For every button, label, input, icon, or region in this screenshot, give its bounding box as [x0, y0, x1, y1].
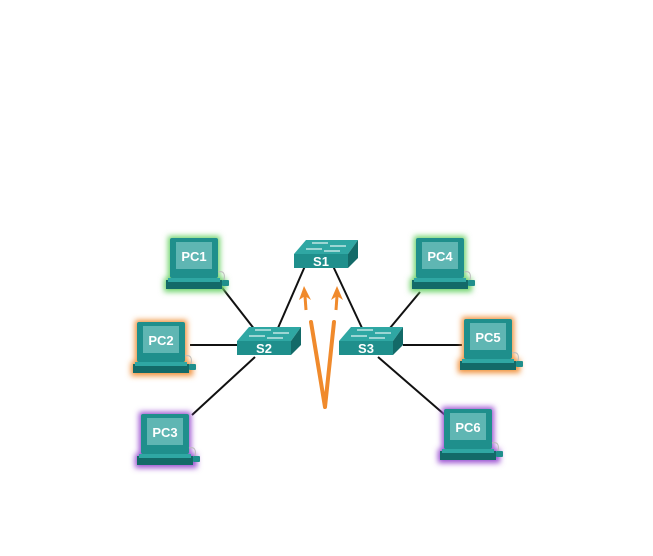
- mouse-icon: [189, 364, 196, 370]
- switch-front: [339, 341, 393, 355]
- monitor-screen: [147, 418, 183, 445]
- switch-arrows-icon: [306, 242, 346, 252]
- mouse-cable: [463, 271, 471, 281]
- monitor-screen: [422, 242, 458, 269]
- link-pc3-s2: [191, 356, 256, 416]
- arrowhead-right-icon: [331, 286, 343, 300]
- switch-label: S1: [313, 254, 329, 269]
- keyboard-top: [462, 359, 514, 363]
- pc-pc4[interactable]: PC4: [410, 236, 475, 292]
- switch-side: [291, 327, 301, 355]
- mouse-cable: [188, 447, 196, 457]
- mouse-cable: [511, 352, 519, 362]
- keyboard: [412, 280, 468, 289]
- monitor-screen: [470, 323, 506, 350]
- keyboard-top: [135, 362, 187, 366]
- keyboard-top: [139, 454, 191, 458]
- switch-side: [393, 327, 403, 355]
- switch-side: [348, 240, 358, 268]
- switch-front: [237, 341, 291, 355]
- mouse-cable: [491, 442, 499, 452]
- pc-pc3[interactable]: PC3: [135, 412, 200, 468]
- arrowhead-left-icon: [299, 286, 311, 300]
- mouse-cable: [217, 271, 225, 281]
- arrow-shaft-left: [303, 295, 308, 311]
- pc-label: PC3: [152, 425, 177, 440]
- link-pc4-s3: [389, 291, 421, 329]
- switch-s2[interactable]: S2: [237, 327, 301, 356]
- keyboard-top: [168, 278, 220, 282]
- pc-pc2[interactable]: PC2: [131, 320, 196, 376]
- mouse-cable: [184, 355, 192, 365]
- keyboard: [133, 364, 189, 373]
- link-s1-s3: [332, 265, 363, 329]
- monitor-screen: [450, 413, 486, 440]
- switch-arrows-icon: [351, 329, 391, 339]
- mouse-icon: [468, 280, 475, 286]
- pc-pc5[interactable]: PC5: [458, 317, 523, 373]
- pc-label: PC2: [148, 333, 173, 348]
- switch-front: [294, 254, 348, 268]
- arrow-shaft-right: [334, 295, 339, 311]
- link-pc6-s3: [377, 356, 446, 416]
- pc-pc6[interactable]: PC6: [438, 407, 503, 463]
- traffic-flow-arrows: [299, 286, 343, 409]
- monitor-screen: [176, 242, 212, 269]
- pc-label: PC1: [181, 249, 206, 264]
- monitor-screen: [143, 326, 179, 353]
- keyboard: [440, 451, 496, 460]
- switch-arrows-icon: [249, 329, 289, 339]
- pc-label: PC6: [455, 420, 480, 435]
- keyboard: [166, 280, 222, 289]
- keyboard: [460, 361, 516, 370]
- mouse-icon: [222, 280, 229, 286]
- switch-label: S2: [256, 341, 272, 356]
- keyboard: [137, 456, 193, 465]
- switch-top: [339, 327, 403, 341]
- link-pc1-s2: [219, 284, 256, 331]
- mouse-icon: [516, 361, 523, 367]
- pc-label: PC4: [427, 249, 453, 264]
- switch-label: S3: [358, 341, 374, 356]
- pc-label: PC5: [475, 330, 500, 345]
- pc-pc1[interactable]: PC1: [164, 236, 229, 292]
- switch-s1[interactable]: S1: [294, 240, 358, 269]
- switch-top: [237, 327, 301, 341]
- keyboard-top: [442, 449, 494, 453]
- mouse-icon: [496, 451, 503, 457]
- link-s2-s1: [277, 265, 306, 329]
- switch-s3[interactable]: S3: [339, 327, 403, 356]
- mouse-icon: [193, 456, 200, 462]
- v-flow-arrow: [309, 320, 336, 409]
- keyboard-top: [414, 278, 466, 282]
- switch-top: [294, 240, 358, 254]
